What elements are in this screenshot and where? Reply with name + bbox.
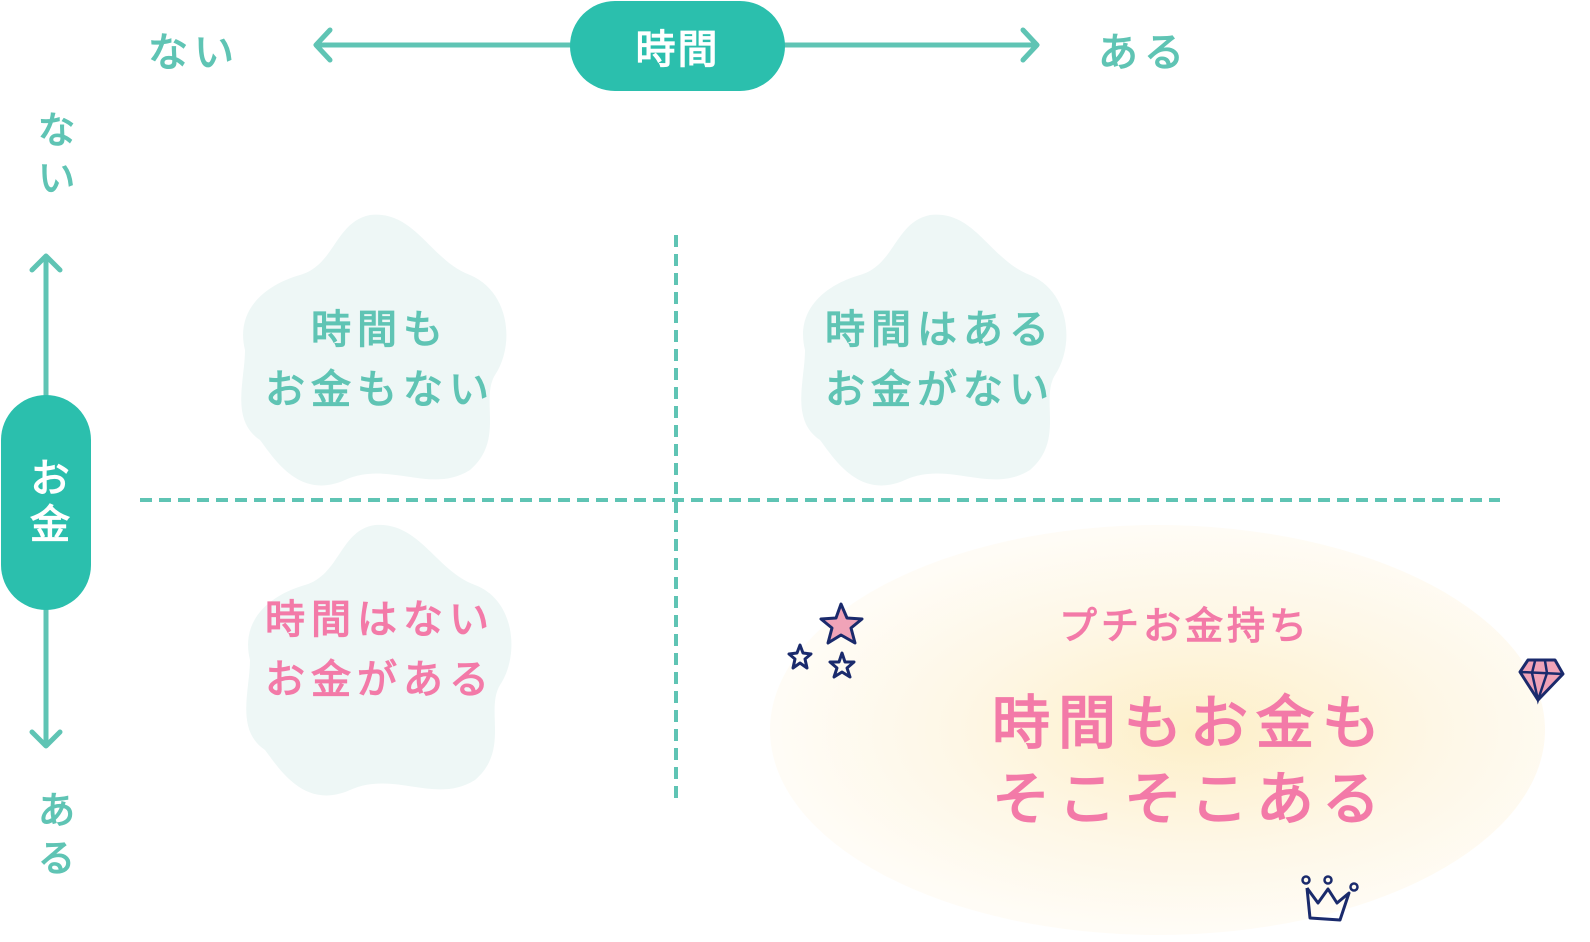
blob-bottom-left (246, 524, 512, 796)
money-axis-bottom-label: ある (31, 790, 75, 886)
blob-top-left (241, 214, 507, 486)
time-axis-right-arrowhead (1020, 27, 1040, 63)
money-axis-title: お金 (1, 395, 91, 610)
blob-top-right (801, 214, 1067, 486)
money-axis-top-label: ない (31, 110, 75, 206)
money-axis-title-text: お金 (23, 456, 69, 549)
time-axis-right-label: ある (1098, 30, 1190, 76)
money-axis-bottom-arrowhead (29, 729, 63, 749)
quadrant-top-left-text: 時間も お金もない (265, 307, 495, 413)
quadrant-top-right-text: 時間はある お金がない (825, 307, 1055, 413)
time-axis-title: 時間 (570, 1, 785, 91)
quadrant-bottom-right-text: 時間もお金も そこそこある (991, 689, 1388, 833)
time-axis-left-label: ない (148, 30, 240, 76)
highlight-glow (770, 525, 1545, 935)
quadrant-bottom-left-text: 時間はない お金がある (265, 597, 495, 703)
money-axis-top-arrowhead (29, 253, 63, 273)
time-axis-left-arrowhead (313, 27, 333, 63)
quadrant-bottom-right-subtitle: プチお金持ち (1058, 604, 1311, 648)
